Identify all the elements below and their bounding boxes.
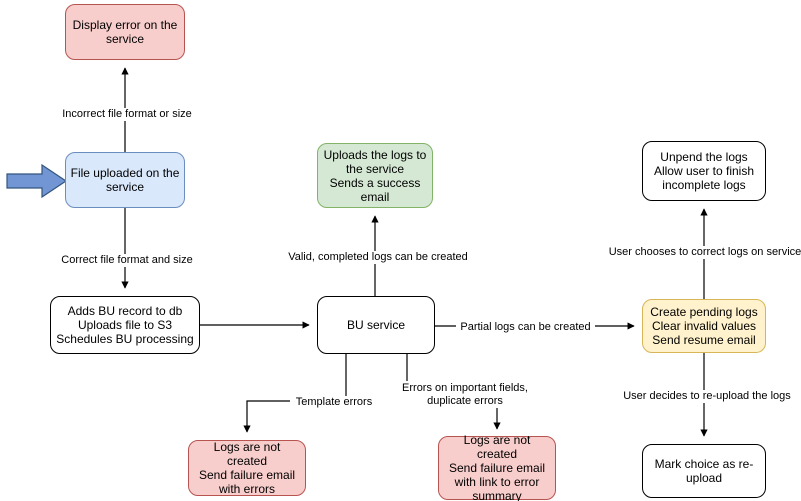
edge-label-correct-format: Correct file format and size	[54, 254, 200, 267]
edge-label-valid-completed-logs: Valid, completed logs can be created	[281, 251, 475, 264]
input-block-arrow-icon	[6, 164, 68, 198]
edge-bu-service-to-logs-not-created-template	[243, 354, 347, 433]
node-logs-not-created-template[interactable]: Logs are not created Send failure email …	[188, 440, 306, 496]
node-display-error[interactable]: Display error on the service	[65, 4, 185, 60]
edge-label-template-errors: Template errors	[290, 396, 378, 409]
node-adds-bu-record[interactable]: Adds BU record to db Uploads file to S3 …	[50, 296, 200, 354]
node-file-uploaded[interactable]: File uploaded on the service	[65, 152, 185, 208]
edge-label-user-reupload: User decides to re-upload the logs	[619, 390, 795, 403]
node-create-pending-logs[interactable]: Create pending logs Clear invalid values…	[642, 299, 766, 353]
edge-label-incorrect-format: Incorrect file format or size	[53, 108, 201, 121]
edge-label-partial-logs: Partial logs can be created	[456, 321, 595, 334]
node-mark-choice-reupload[interactable]: Mark choice as re- upload	[642, 444, 766, 498]
node-unpend-logs[interactable]: Unpend the logs Allow user to finish inc…	[642, 141, 766, 201]
edge-label-errors-important-fields: Errors on important fields, duplicate er…	[392, 382, 538, 408]
node-uploads-logs[interactable]: Uploads the logs to the service Sends a …	[317, 143, 433, 208]
node-logs-not-created-summary[interactable]: Logs are not created Send failure email …	[438, 433, 556, 501]
edge-label-user-corrects-logs: User chooses to correct logs on service	[603, 246, 801, 259]
node-bu-service[interactable]: BU service	[317, 296, 435, 354]
